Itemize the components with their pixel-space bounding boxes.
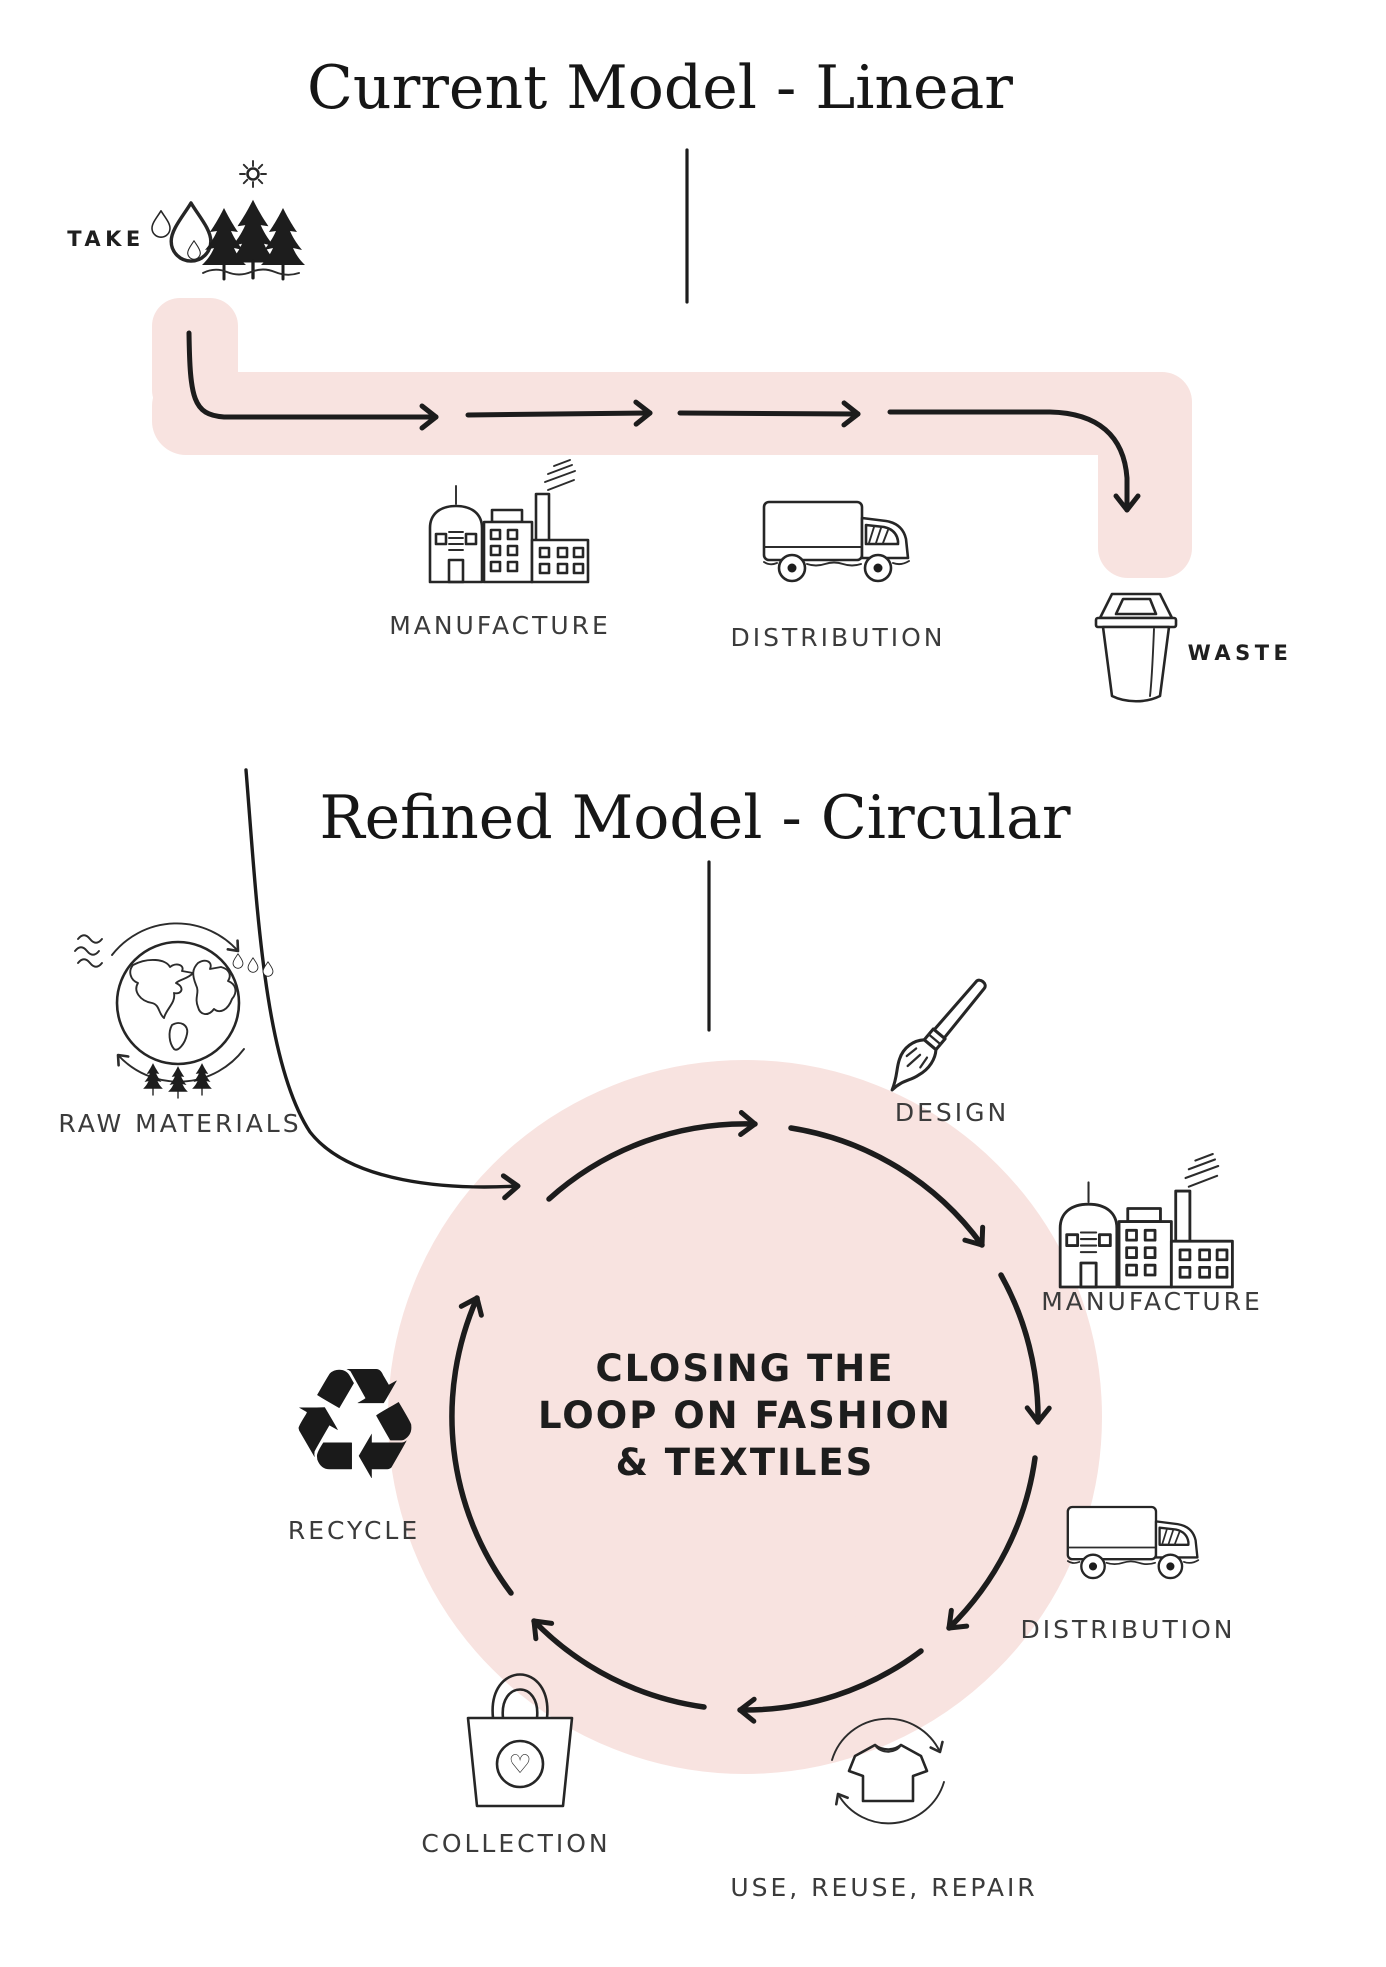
- raw-materials-stage: RAW MATERIALS: [58, 922, 301, 1138]
- ring-arrow-7: [449, 1295, 514, 1596]
- raw-materials-connector-arrow: [244, 768, 521, 1201]
- waste-bin-icon: [1094, 592, 1178, 703]
- factory-icon: [428, 458, 590, 584]
- heart-icon: ♡: [508, 1750, 531, 1780]
- reuse-arrow-top: [831, 1717, 944, 1761]
- collection-label: COLLECTION: [421, 1829, 610, 1858]
- linear-model-title: Current Model - Linear: [307, 53, 1013, 123]
- take-label: TAKE: [67, 227, 145, 251]
- sun-icon: [238, 159, 268, 189]
- ring-arrow-1: [546, 1110, 758, 1202]
- ring-arrow-4: [946, 1455, 1038, 1631]
- bag-body: [466, 1716, 574, 1808]
- bag-handle-outer: [491, 1673, 549, 1720]
- design-stage: DESIGN: [890, 978, 1009, 1127]
- paintbrush-icon: [890, 978, 987, 1092]
- ring-arrow-5: [737, 1648, 924, 1724]
- use-reuse-repair-stage: USE, REUSE, REPAIR: [730, 1717, 1037, 1902]
- circular-model-title: Refined Model - Circular: [319, 783, 1070, 853]
- distribution-stage: DISTRIBUTION: [731, 500, 946, 652]
- wind-icon: [74, 934, 103, 968]
- circular-model-section: Refined Model - Circular CLOSING THE LOO…: [58, 768, 1263, 1902]
- manufacture-stage-circular: MANUFACTURE: [1041, 1152, 1263, 1316]
- linear-flow-arrows: [186, 330, 1141, 513]
- tshirt-cycle-icon: [831, 1717, 945, 1825]
- continent-south: [168, 1022, 189, 1051]
- small-trees-icon: [142, 1062, 213, 1099]
- collection-stage: ♡ COLLECTION: [421, 1673, 610, 1858]
- factory-icon-circular: [1058, 1152, 1234, 1289]
- ring-arrow-6: [531, 1618, 707, 1710]
- flow-arrow-3: [677, 400, 861, 428]
- ring-arrows: [449, 1110, 1052, 1724]
- earth-cycle-arrow-top: [111, 922, 240, 956]
- distribution-label: DISTRIBUTION: [731, 623, 946, 652]
- center-text-line1: CLOSING THE: [596, 1347, 895, 1390]
- center-text-line3: & TEXTILES: [616, 1441, 875, 1484]
- reuse-arrow-bottom: [835, 1781, 945, 1825]
- ring-arrow-3: [998, 1272, 1052, 1425]
- continent-east: [192, 959, 237, 1015]
- manufacture-label: MANUFACTURE: [389, 611, 611, 640]
- trees-icon: [200, 198, 307, 281]
- ground-line: [202, 268, 300, 276]
- ring-arrow-2: [788, 1125, 986, 1248]
- flow-arrow-2: [465, 399, 653, 427]
- flow-path-end-segment: [1098, 372, 1192, 578]
- take-stage: TAKE: [67, 159, 307, 281]
- bag-badge: [495, 1739, 545, 1789]
- raw-materials-label: RAW MATERIALS: [58, 1109, 301, 1138]
- distribution-stage-circular: DISTRIBUTION: [1021, 1505, 1236, 1644]
- flow-arrow-1: [186, 330, 439, 431]
- recycle-stage: ♻ RECYCLE: [286, 1334, 425, 1545]
- water-drop-icon: [151, 201, 213, 263]
- recycle-label: RECYCLE: [288, 1516, 420, 1545]
- truck-icon-circular: [1066, 1505, 1200, 1580]
- distribution-label-circular: DISTRIBUTION: [1021, 1615, 1236, 1644]
- manufacture-label-circular: MANUFACTURE: [1041, 1287, 1263, 1316]
- design-label: DESIGN: [895, 1098, 1009, 1127]
- rain-drops-icon: [232, 953, 274, 977]
- center-text: CLOSING THE LOOP ON FASHION & TEXTILES: [538, 1347, 952, 1484]
- flow-path-horizontal-segment: [152, 372, 1192, 455]
- waste-stage: WASTE: [1094, 592, 1293, 703]
- manufacture-stage: MANUFACTURE: [389, 458, 611, 640]
- bag-handle-inner: [501, 1688, 539, 1720]
- waste-label: WASTE: [1188, 641, 1293, 665]
- linear-flow-path: [152, 298, 1192, 578]
- flow-arrow-4: [887, 409, 1141, 513]
- center-text-line2: LOOP ON FASHION: [538, 1394, 952, 1437]
- truck-icon: [762, 500, 911, 583]
- recycle-icon: ♻: [286, 1334, 425, 1515]
- earth-icon: [74, 922, 274, 1099]
- continent-west: [129, 959, 194, 1019]
- use-reuse-repair-label: USE, REUSE, REPAIR: [730, 1873, 1037, 1902]
- linear-model-section: Current Model - Linear TAKE: [67, 53, 1293, 703]
- tote-bag-icon: ♡: [466, 1673, 574, 1808]
